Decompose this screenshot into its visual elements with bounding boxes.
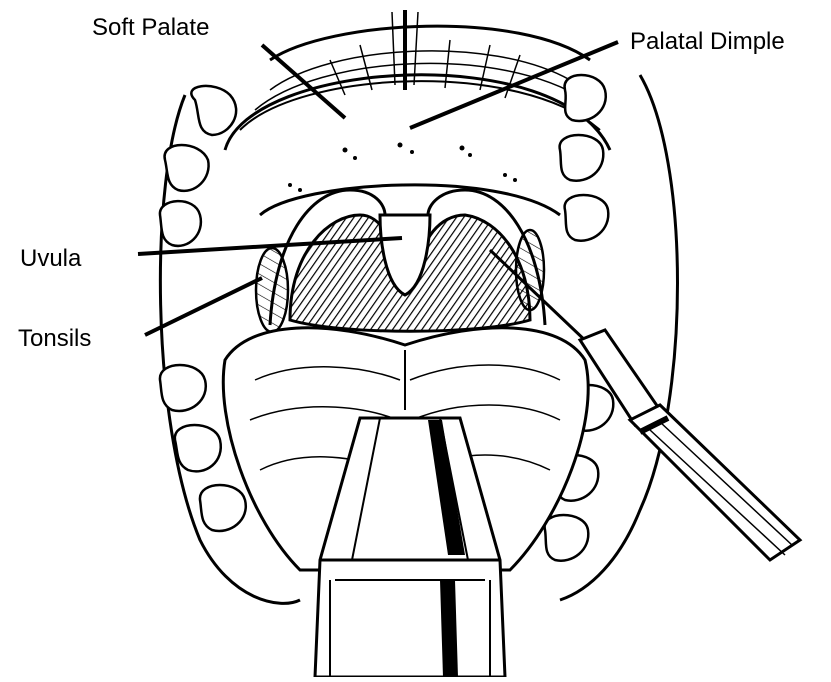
label-tonsils: Tonsils [18, 327, 91, 351]
leader-tonsils [145, 278, 262, 335]
label-soft-palate: Soft Palate [92, 16, 209, 40]
label-uvula: Uvula [20, 247, 81, 271]
label-palatal-dimple: Palatal Dimple [630, 30, 785, 54]
